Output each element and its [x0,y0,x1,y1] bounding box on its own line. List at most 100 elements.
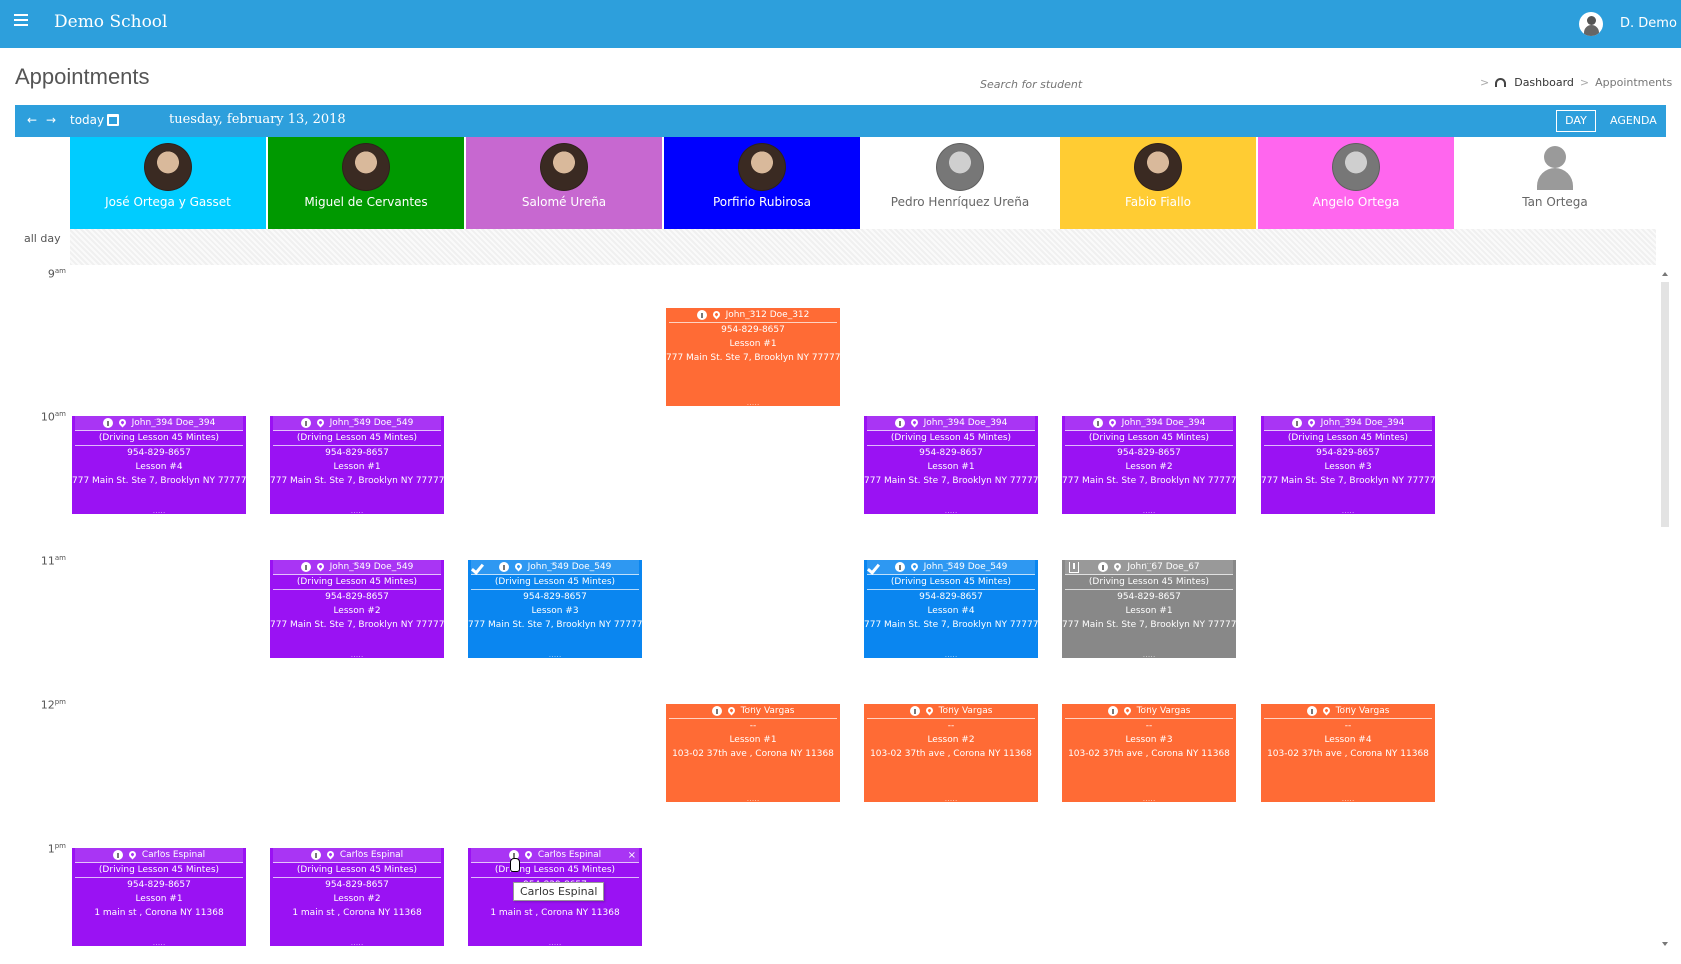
resize-handle[interactable]: ..... [350,938,364,947]
map-pin-icon[interactable] [1107,417,1118,428]
appointment-event[interactable]: ....John_67 Doe_67(Driving Lesson 45 Min… [1062,560,1236,658]
info-icon[interactable] [1291,417,1302,428]
resize-handle[interactable]: .... [945,416,957,422]
map-pin-icon[interactable] [315,417,326,428]
map-pin-icon[interactable] [909,561,920,572]
info-icon[interactable] [894,417,905,428]
map-pin-icon[interactable] [1306,417,1317,428]
map-pin-icon[interactable] [325,849,336,860]
info-icon[interactable] [508,849,519,860]
appointment-event[interactable]: ....John_549 Doe_549(Driving Lesson 45 M… [468,560,642,658]
appointment-event[interactable]: ....John_394 Doe_394(Driving Lesson 45 M… [1062,416,1236,514]
resource-header[interactable]: Angelo Ortega [1258,137,1454,229]
appointment-event[interactable]: ....John_549 Doe_549(Driving Lesson 45 M… [270,560,444,658]
info-icon[interactable] [1107,705,1118,716]
appointment-event[interactable]: ....John_549 Doe_549(Driving Lesson 45 M… [864,560,1038,658]
resize-handle[interactable]: .... [945,560,957,566]
resize-handle[interactable]: .... [351,416,363,422]
resize-handle[interactable]: ..... [1341,506,1355,515]
info-icon[interactable] [300,561,311,572]
resize-handle[interactable]: .... [1143,704,1155,710]
map-pin-icon[interactable] [315,561,326,572]
user-avatar[interactable] [1579,12,1603,36]
resource-header[interactable]: Salomé Ureña [466,137,662,229]
appointment-event[interactable]: ....John_549 Doe_549(Driving Lesson 45 M… [270,416,444,514]
resize-handle[interactable]: ..... [944,506,958,515]
breadcrumb-dashboard-link[interactable]: Dashboard [1514,76,1574,89]
resize-handle[interactable]: .... [1143,416,1155,422]
scroll-down-icon[interactable] [1662,942,1668,946]
resize-handle[interactable]: .... [945,704,957,710]
info-icon[interactable] [1306,705,1317,716]
all-day-slot[interactable] [70,229,1656,265]
resize-handle[interactable]: ..... [152,938,166,947]
resize-handle[interactable]: .... [747,308,759,314]
resource-header[interactable]: Pedro Henríquez Ureña [862,137,1058,229]
resource-header[interactable]: Tan Ortega [1457,137,1653,229]
map-pin-icon[interactable] [924,705,935,716]
map-pin-icon[interactable] [726,705,737,716]
calendar-icon[interactable] [107,114,119,126]
resize-handle[interactable]: .... [549,848,561,854]
resize-handle[interactable]: .... [1342,416,1354,422]
resize-handle[interactable]: .... [351,560,363,566]
info-icon[interactable] [894,561,905,572]
appointment-event[interactable]: ....John_394 Doe_394(Driving Lesson 45 M… [72,416,246,514]
info-icon[interactable] [909,705,920,716]
prev-arrow-icon[interactable]: ← [27,113,38,127]
resize-handle[interactable]: .... [153,848,165,854]
map-pin-icon[interactable] [117,417,128,428]
resize-handle[interactable]: .... [1342,704,1354,710]
resize-handle[interactable]: ..... [548,650,562,659]
resize-handle[interactable]: ..... [1142,650,1156,659]
info-icon[interactable] [498,561,509,572]
info-icon[interactable] [711,705,722,716]
resize-handle[interactable]: ..... [746,794,760,803]
map-pin-icon[interactable] [127,849,138,860]
resource-header[interactable]: Fabio Fiallo [1060,137,1256,229]
info-icon[interactable] [102,417,113,428]
calendar-scrollbar[interactable] [1660,272,1670,957]
view-agenda-button[interactable]: AGENDA [1610,114,1657,127]
view-day-button[interactable]: DAY [1556,110,1596,132]
resource-header[interactable]: Porfirio Rubirosa [664,137,860,229]
resize-handle[interactable]: .... [747,704,759,710]
today-button[interactable]: today [70,113,105,127]
map-pin-icon[interactable] [711,309,722,320]
map-pin-icon[interactable] [1112,561,1123,572]
map-pin-icon[interactable] [1122,705,1133,716]
appointment-event[interactable]: ....Carlos Espinal(Driving Lesson 45 Min… [270,848,444,946]
map-pin-icon[interactable] [1321,705,1332,716]
resize-handle[interactable]: .... [351,848,363,854]
resize-handle[interactable]: ..... [350,650,364,659]
map-pin-icon[interactable] [909,417,920,428]
hamburger-menu-icon[interactable] [14,14,28,26]
user-name[interactable]: D. Demo [1620,16,1677,31]
resize-handle[interactable]: ..... [1142,794,1156,803]
scroll-thumb[interactable] [1661,282,1669,527]
school-name[interactable]: Demo School [54,12,168,32]
resize-handle[interactable]: ..... [944,650,958,659]
info-icon[interactable] [300,417,311,428]
info-icon[interactable] [1098,561,1109,572]
appointment-event[interactable]: ....John_394 Doe_394(Driving Lesson 45 M… [864,416,1038,514]
resize-handle[interactable]: ..... [944,794,958,803]
student-search-input[interactable] [980,78,1120,91]
close-icon[interactable]: × [627,850,636,861]
info-icon[interactable] [112,849,123,860]
resize-handle[interactable]: ..... [152,506,166,515]
resize-handle[interactable]: .... [153,416,165,422]
info-icon[interactable] [696,309,707,320]
resize-handle[interactable]: ..... [350,506,364,515]
resource-header[interactable]: Miguel de Cervantes [268,137,464,229]
info-icon[interactable] [1092,417,1103,428]
map-pin-icon[interactable] [513,561,524,572]
resize-handle[interactable]: ..... [746,398,760,407]
resize-handle[interactable]: ..... [548,938,562,947]
resource-header[interactable]: José Ortega y Gasset [70,137,266,229]
